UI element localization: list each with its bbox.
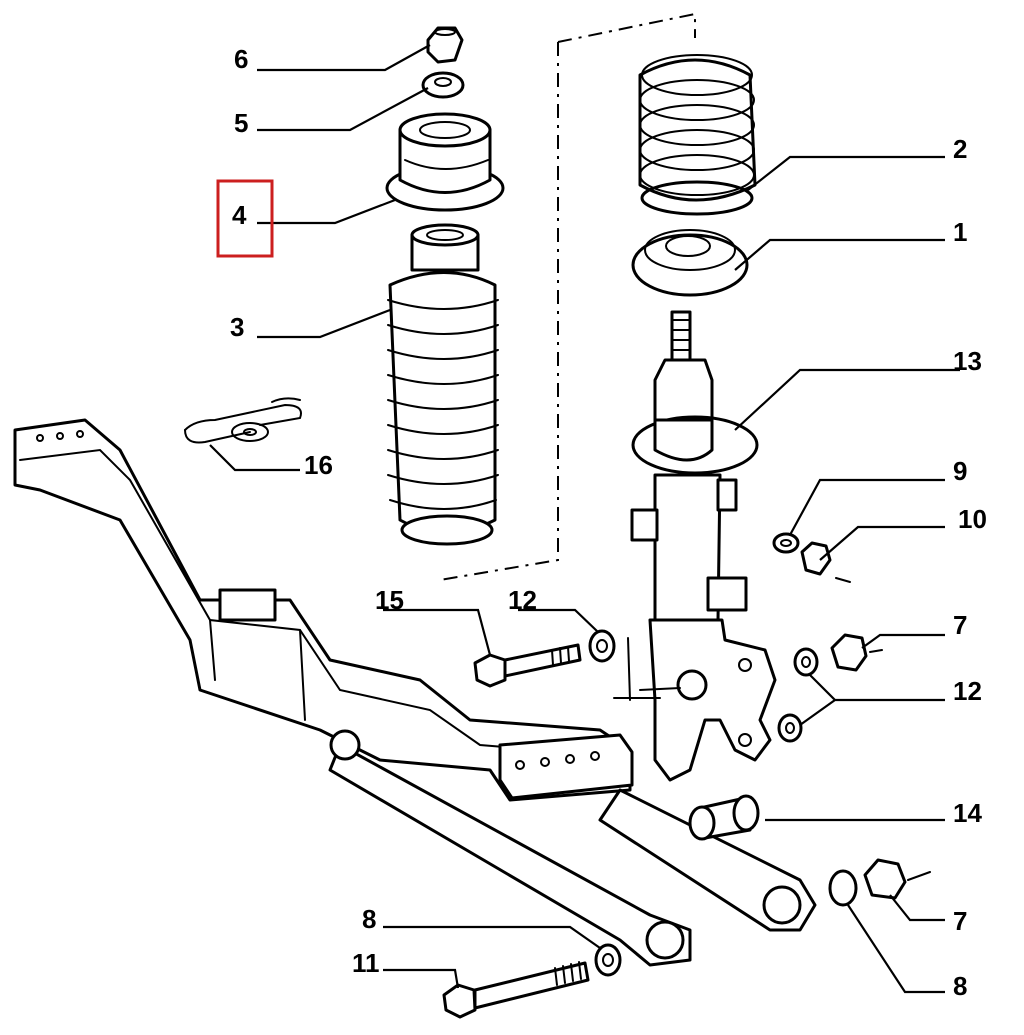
nut-part-7-lower: [863, 858, 907, 900]
callout-labels: 6 5 4 3 16 2 1 13 9 10 15 12 7 12 14 7 8…: [230, 44, 987, 1001]
strut-part-13: [630, 310, 777, 782]
callout-3: 3: [230, 312, 244, 342]
washer-part-8-lower-left: [594, 943, 622, 977]
callout-5: 5: [234, 108, 248, 138]
assembly-boundary: [439, 12, 696, 581]
washer-part-12-upper: [588, 629, 616, 663]
callout-7-lower: 7: [953, 906, 967, 936]
dust-boot-part-3: [387, 223, 499, 546]
upper-mount-part-4: [385, 112, 505, 212]
nut-part-7-upper: [830, 633, 868, 672]
callout-11: 11: [352, 948, 380, 978]
leader-lines: [209, 44, 960, 994]
callout-6: 6: [234, 44, 248, 74]
callout-9: 9: [953, 456, 967, 486]
highlight-box: [216, 179, 274, 258]
callout-12-right: 12: [953, 676, 982, 706]
spring-seat-part-1: [631, 229, 749, 297]
washer-part-5: [421, 71, 465, 99]
callout-13: 13: [953, 346, 982, 376]
nut-part-6: [426, 26, 464, 64]
callout-8-left: 8: [362, 904, 376, 934]
callout-12-upper: 12: [508, 585, 537, 615]
washer-part-8-lower-right: [828, 869, 858, 907]
callout-14: 14: [953, 798, 982, 828]
callout-10: 10: [958, 504, 987, 534]
coil-spring-part-2: [638, 54, 757, 216]
bolt-part-11: [442, 961, 590, 1019]
callout-2: 2: [953, 134, 967, 164]
callout-8-right: 8: [953, 971, 967, 1001]
callout-16: 16: [304, 450, 333, 480]
bushing-part-14: [688, 794, 760, 841]
subframe-part: [13, 418, 817, 967]
nut-part-10: [800, 541, 832, 576]
washer-part-9: [772, 532, 800, 554]
callout-15: 15: [375, 585, 404, 615]
washer-part-12-right-b: [777, 713, 803, 743]
callout-1: 1: [953, 217, 967, 247]
callout-7-upper: 7: [953, 610, 967, 640]
clip-part-16: [184, 397, 302, 444]
bolt-part-15: [473, 643, 582, 688]
callout-4: 4: [232, 200, 247, 230]
washer-part-12-right-a: [793, 647, 819, 677]
